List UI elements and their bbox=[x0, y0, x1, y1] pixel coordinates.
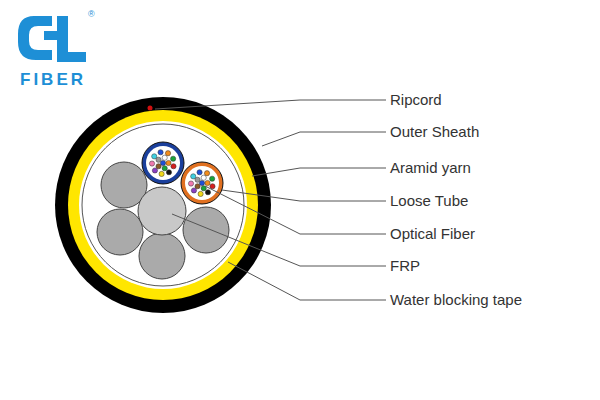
water-blocking-tape bbox=[79, 121, 247, 289]
filler-rod bbox=[139, 233, 185, 279]
logo-mark bbox=[18, 16, 86, 62]
outer-sheath bbox=[55, 97, 271, 313]
optical-fiber bbox=[166, 170, 171, 175]
aramid-yarn bbox=[68, 110, 258, 300]
optical-fiber bbox=[198, 191, 203, 196]
ripcord bbox=[148, 106, 153, 111]
optical-fiber bbox=[162, 166, 167, 171]
part-label: FRP bbox=[390, 257, 420, 275]
part-label: Loose Tube bbox=[390, 192, 468, 210]
water-blocking-tape-line bbox=[82, 124, 244, 286]
optical-fiber bbox=[188, 181, 193, 186]
filler-rod bbox=[97, 209, 143, 255]
optical-fiber bbox=[205, 180, 210, 185]
part-label: Optical Fiber bbox=[390, 225, 475, 243]
optical-fiber bbox=[195, 177, 200, 182]
optical-fiber bbox=[191, 174, 196, 179]
optical-fiber bbox=[158, 150, 163, 155]
part-label: Water blocking tape bbox=[390, 291, 522, 309]
optical-fiber bbox=[160, 160, 165, 165]
optical-fiber bbox=[195, 184, 200, 189]
optical-fiber bbox=[165, 151, 170, 156]
optical-fiber bbox=[204, 171, 209, 176]
optical-fiber bbox=[156, 164, 161, 169]
optical-fiber bbox=[159, 171, 164, 176]
optical-fiber bbox=[152, 168, 157, 173]
optical-fiber bbox=[171, 164, 176, 169]
optical-fibers bbox=[149, 150, 215, 197]
optical-fiber bbox=[210, 184, 215, 189]
part-label: Aramid yarn bbox=[390, 159, 471, 177]
logo-text: FIBER bbox=[20, 71, 86, 89]
optical-fiber bbox=[166, 160, 171, 165]
frp bbox=[138, 187, 186, 235]
loose-tube bbox=[142, 142, 184, 184]
optical-fiber bbox=[156, 157, 161, 162]
optical-fiber bbox=[205, 190, 210, 195]
optical-fiber bbox=[199, 180, 204, 185]
optical-fiber bbox=[162, 155, 167, 160]
registered-mark: ® bbox=[88, 5, 95, 23]
part-label: Ripcord bbox=[390, 91, 442, 109]
part-label: Outer Sheath bbox=[390, 123, 479, 141]
optical-fiber bbox=[152, 154, 157, 159]
optical-fiber bbox=[149, 161, 154, 166]
optical-fiber bbox=[197, 170, 202, 175]
filler-rod bbox=[183, 207, 229, 253]
loose-tube bbox=[181, 162, 223, 204]
optical-fiber bbox=[191, 188, 196, 193]
optical-fiber bbox=[171, 156, 176, 161]
optical-fiber bbox=[201, 175, 206, 180]
leader-lines bbox=[155, 100, 386, 300]
optical-fiber bbox=[210, 176, 215, 181]
